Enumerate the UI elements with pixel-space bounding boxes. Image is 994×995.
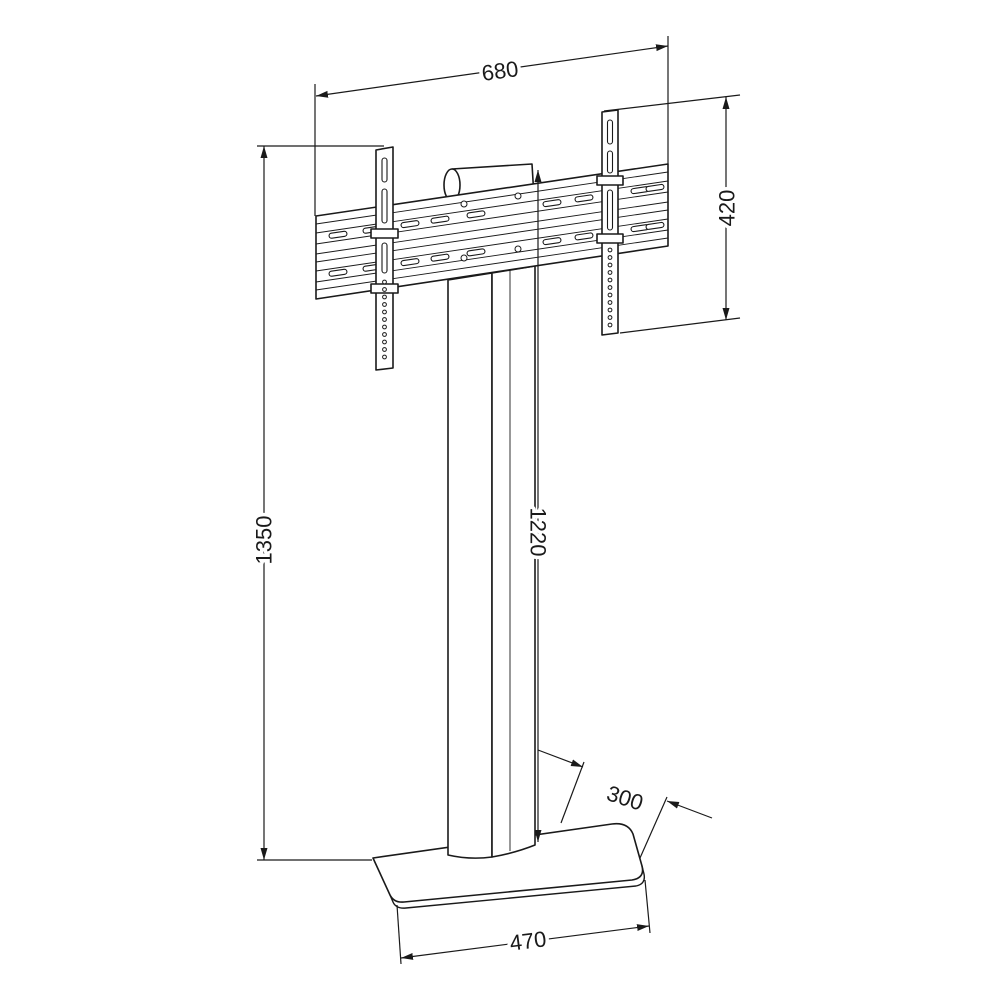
- extension-line: [603, 94, 741, 112]
- bracket-hole: [382, 332, 387, 337]
- plate-slot: [400, 220, 420, 229]
- right-bracket-tab: [596, 175, 624, 186]
- bracket-hole: [382, 339, 387, 345]
- dimension-label: 1220: [526, 508, 551, 557]
- left-vertical-bracket: [370, 146, 399, 371]
- plate-slot: [542, 199, 562, 208]
- plate-slot: [430, 215, 450, 224]
- plate-slot: [542, 237, 562, 246]
- column-front-face: [447, 272, 493, 859]
- plate-slot: [328, 230, 348, 239]
- bracket-hole: [607, 270, 613, 275]
- base-top-face: [372, 822, 644, 903]
- left-bracket-holes: [382, 279, 387, 360]
- bracket-hole: [382, 324, 387, 330]
- right-bracket-slot: [606, 189, 614, 231]
- right-bracket-slot: [606, 150, 614, 174]
- bracket-hole: [607, 292, 613, 298]
- bracket-hole: [607, 322, 613, 328]
- dimension-column-height: 1220: [522, 170, 554, 842]
- extension-line: [644, 879, 651, 934]
- bracket-hole: [607, 262, 613, 268]
- plate-screw: [514, 192, 522, 200]
- bracket-hole: [607, 315, 613, 320]
- extension-line: [560, 761, 585, 824]
- plate-slot: [645, 183, 665, 192]
- bracket-hole: [607, 300, 613, 305]
- right-bracket-holes: [607, 247, 613, 328]
- bracket-hole: [607, 285, 613, 290]
- bracket-hole: [382, 354, 387, 360]
- base-thickness-edge: [389, 865, 646, 909]
- plate-screw: [514, 245, 522, 253]
- bracket-hole: [382, 317, 387, 322]
- plate-screw: [460, 254, 468, 262]
- right-bracket-slot: [606, 119, 614, 145]
- plate-slot: [400, 258, 420, 267]
- plate-screw: [460, 200, 468, 208]
- left-bracket-slot: [381, 157, 388, 183]
- dimension-label: 470: [508, 926, 548, 955]
- plate-slot: [430, 253, 450, 262]
- bracket-hole: [382, 309, 387, 315]
- dimension-leader: [666, 800, 713, 819]
- bracket-hole: [607, 247, 613, 253]
- left-bracket-slot: [381, 188, 388, 224]
- extension-line: [619, 317, 741, 334]
- left-bracket-slot: [381, 242, 388, 274]
- dimension-bracket-height: 420: [603, 94, 743, 334]
- column: [447, 265, 536, 859]
- plate-slot: [466, 248, 486, 257]
- dimension-base-width: 470: [396, 879, 651, 965]
- dimension-overall-height: 1350: [248, 145, 384, 861]
- plate-slot: [574, 194, 594, 203]
- bracket-hole: [382, 302, 387, 307]
- left-bracket-tab: [370, 228, 399, 239]
- right-bracket-tab: [596, 233, 624, 244]
- dimension-leader: [537, 749, 584, 768]
- plate-slot: [574, 232, 594, 241]
- base-plate: [372, 822, 646, 909]
- plate-slot: [466, 210, 486, 219]
- extension-line: [639, 796, 668, 859]
- plate-slot: [645, 221, 665, 230]
- column-side-face: [491, 265, 536, 858]
- plate-slot: [328, 268, 348, 277]
- bracket-hole: [607, 277, 613, 283]
- bracket-hole: [382, 279, 387, 285]
- bracket-hole: [607, 255, 613, 260]
- bracket-hole: [607, 307, 613, 313]
- dimension-line: [400, 924, 650, 960]
- dimension-label: 420: [715, 190, 740, 227]
- dimension-label: 300: [604, 780, 647, 815]
- dimension-line: [315, 44, 669, 98]
- dimension-label: 1350: [252, 516, 277, 565]
- bracket-hole: [382, 294, 387, 300]
- dimension-label: 680: [480, 56, 520, 86]
- bracket-hole: [382, 287, 387, 292]
- right-vertical-bracket: [596, 109, 624, 336]
- bracket-hole: [382, 347, 387, 352]
- extension-line: [396, 904, 402, 965]
